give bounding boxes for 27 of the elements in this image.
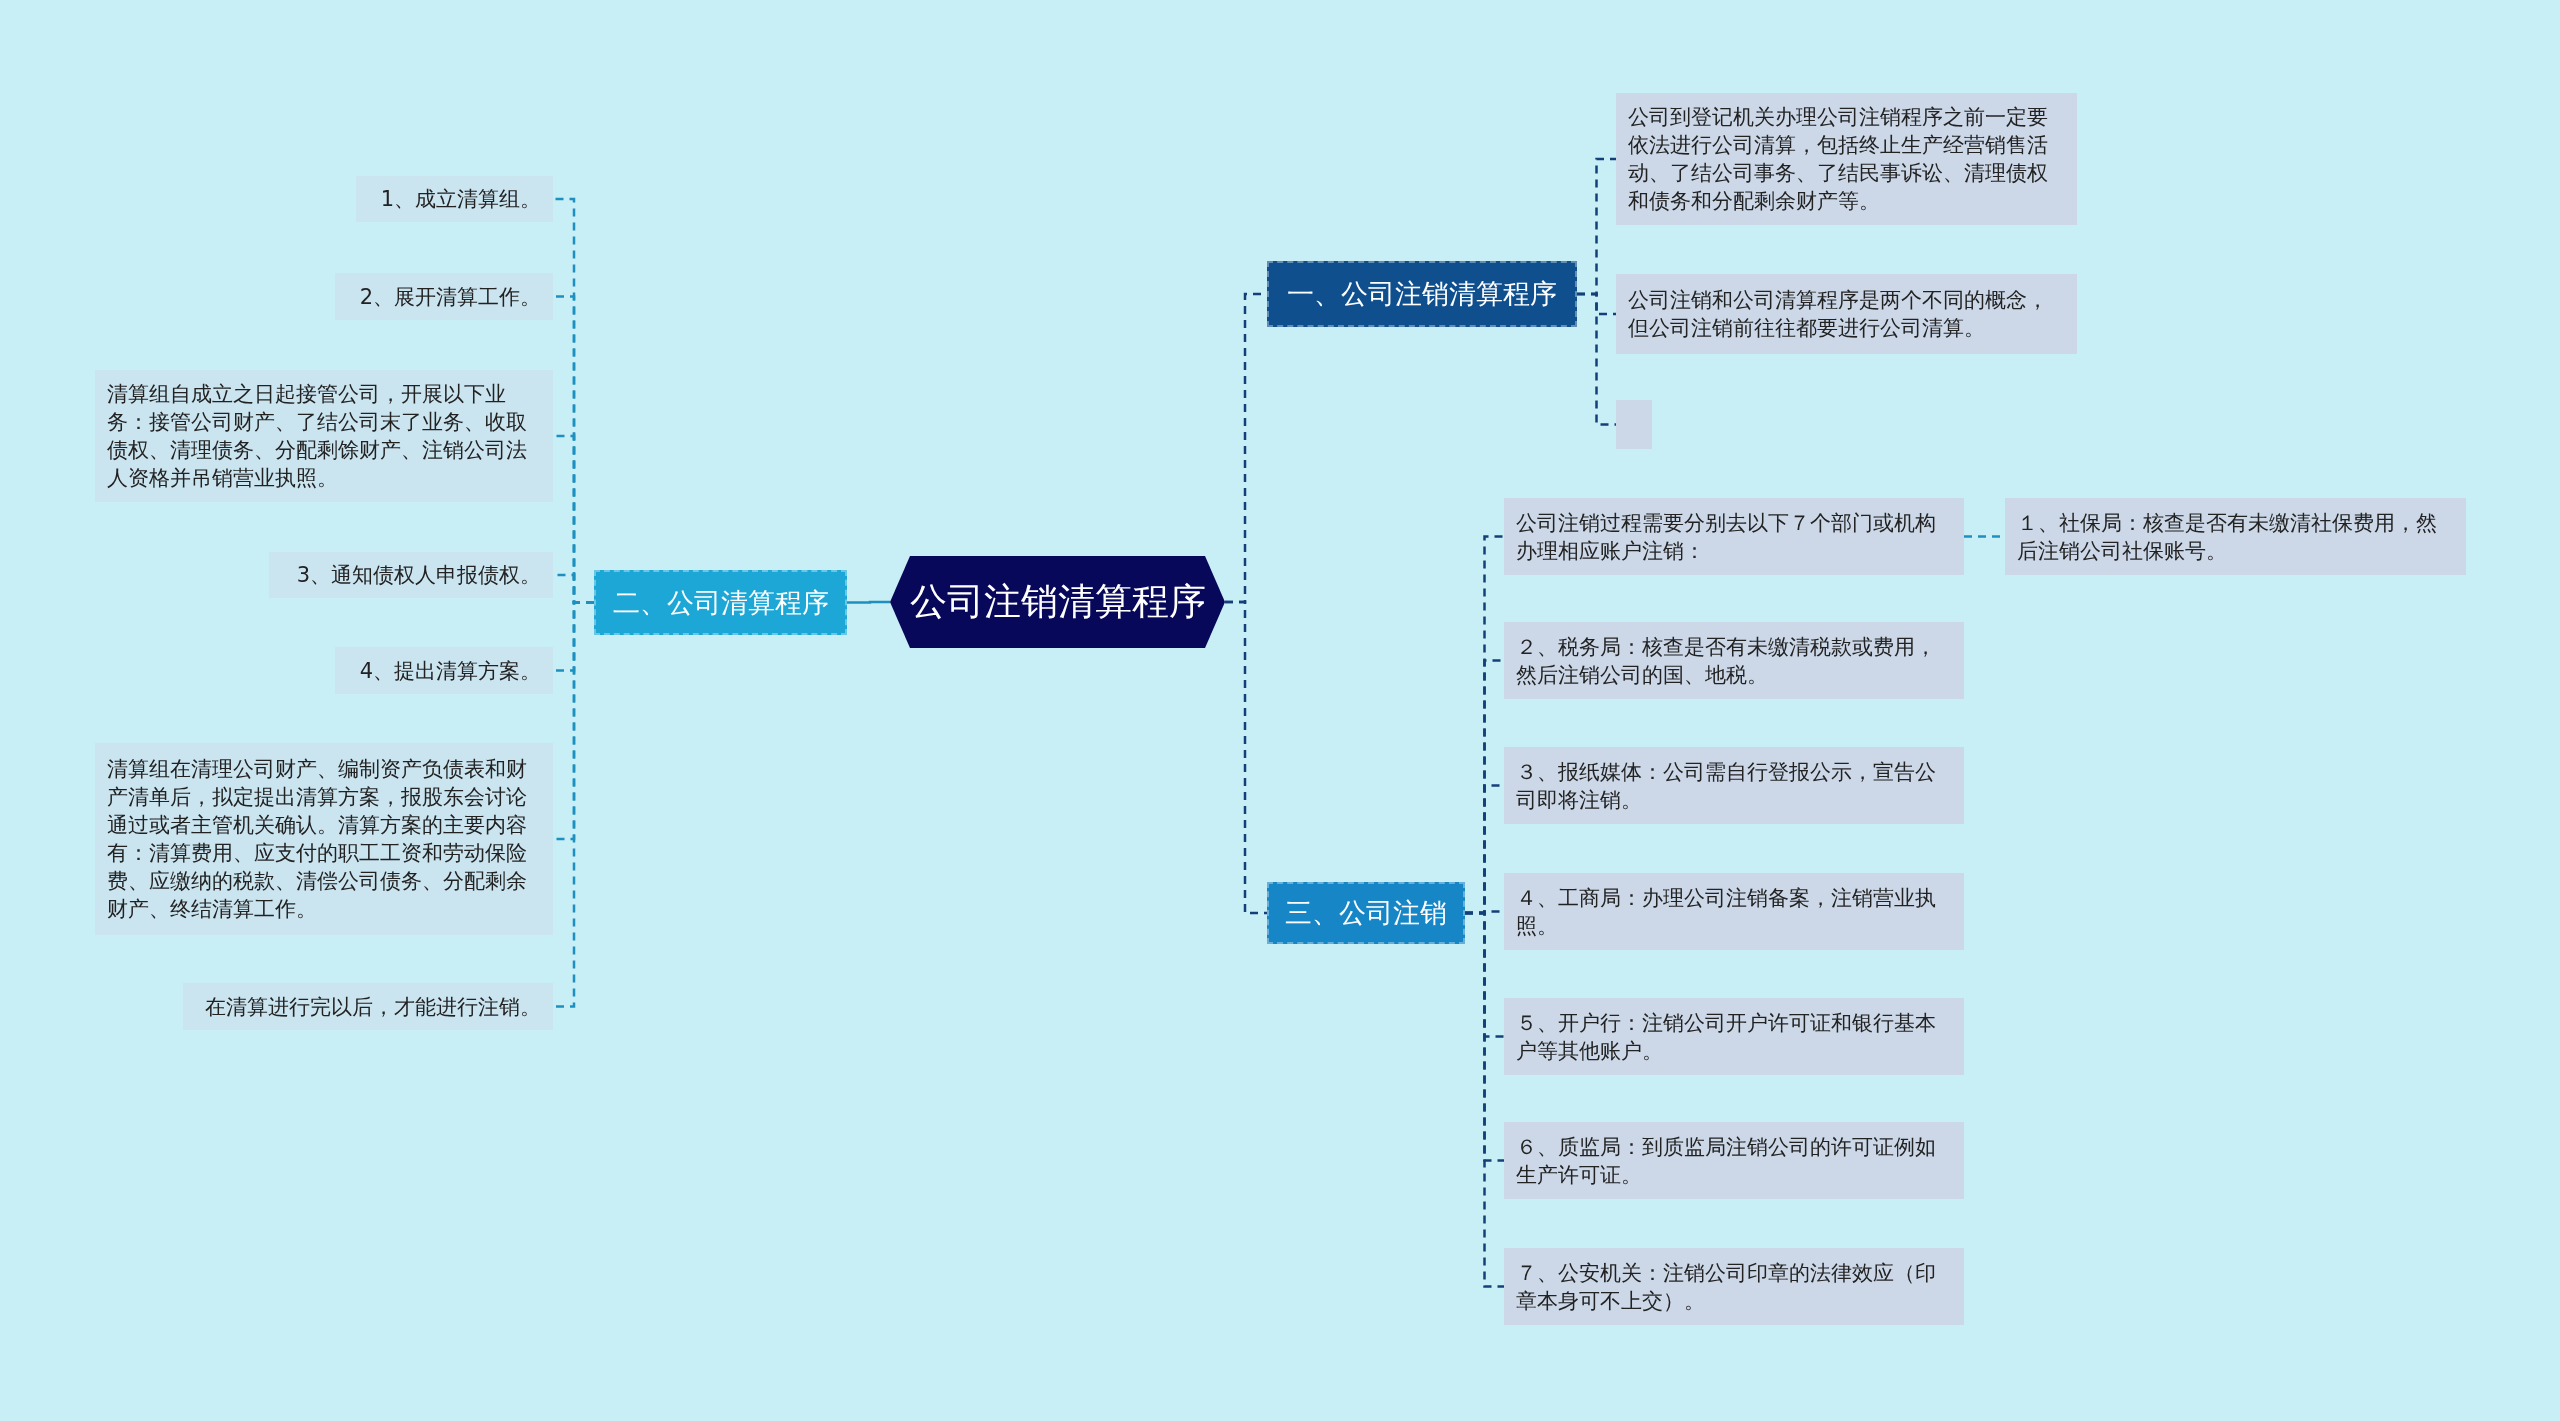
text-card: 3、通知债权人申报债权。 bbox=[269, 552, 553, 598]
text-card: ４、工商局：办理公司注销备案，注销营业执照。 bbox=[1504, 873, 1964, 950]
text-card: ３、报纸媒体：公司需自行登报公示，宣告公司即将注销。 bbox=[1504, 747, 1964, 824]
branch-topic: 三、公司注销 bbox=[1267, 882, 1465, 944]
text-card: ５、开户行：注销公司开户许可证和银行基本户等其他账户。 bbox=[1504, 998, 1964, 1075]
text-card: １、社保局：核查是否有未缴清社保费用，然后注销公司社保账号。 bbox=[2005, 498, 2466, 575]
text-card: 公司到登记机关办理公司注销程序之前一定要依法进行公司清算，包括终止生产经营销售活动、了结公司事务、了结民事诉讼、清理债权和债务和分配剩余财产等。 bbox=[1616, 93, 2077, 225]
text-card: ６、质监局：到质监局注销公司的许可证例如生产许可证。 bbox=[1504, 1122, 1964, 1199]
connector-line bbox=[847, 600, 890, 604]
connector-line bbox=[1225, 600, 1267, 915]
text-card: 清算组自成立之日起接管公司，开展以下业务：接管公司财产、了结公司末了业务、收取债权、清理债务、分配剩馀财产、注销公司法人资格并吊销营业执照。 bbox=[95, 370, 553, 502]
connector-line bbox=[1465, 911, 1504, 1288]
text-card: ２、税务局：核查是否有未缴清税款或费用，然后注销公司的国、地税。 bbox=[1504, 622, 1964, 699]
connector-line bbox=[553, 601, 594, 1008]
text-card: 1、成立清算组。 bbox=[356, 176, 553, 222]
text-card: 清算组在清理公司财产、编制资产负债表和财产清单后，拟定提出清算方案，报股东会讨论通过或者主管机关确认。清算方案的主要内容有：清算费用、应支付的职工工资和劳动保险费、应缴纳的税款、清偿公司债务、分配剩余财产、终结清算工作。 bbox=[95, 743, 553, 935]
text-card: 公司注销过程需要分别去以下７个部门或机构办理相应账户注销： bbox=[1504, 498, 1964, 575]
branch-topic: 一、公司注销清算程序 bbox=[1267, 261, 1577, 327]
text-card: ７、公安机关：注销公司印章的法律效应（印章本身可不上交）。 bbox=[1504, 1248, 1964, 1325]
empty-box bbox=[1616, 400, 1652, 449]
branch-topic: 二、公司清算程序 bbox=[594, 570, 847, 635]
connector-line bbox=[1577, 292, 1616, 426]
text-card: 公司注销和公司清算程序是两个不同的概念，但公司注销前往往都要进行公司清算。 bbox=[1616, 274, 2077, 354]
text-card: 在清算进行完以后，才能进行注销。 bbox=[183, 983, 553, 1030]
text-card: 4、提出清算方案。 bbox=[335, 647, 553, 694]
central-topic: 公司注销清算程序 bbox=[890, 556, 1225, 648]
text-card: 2、展开清算工作。 bbox=[335, 273, 553, 320]
